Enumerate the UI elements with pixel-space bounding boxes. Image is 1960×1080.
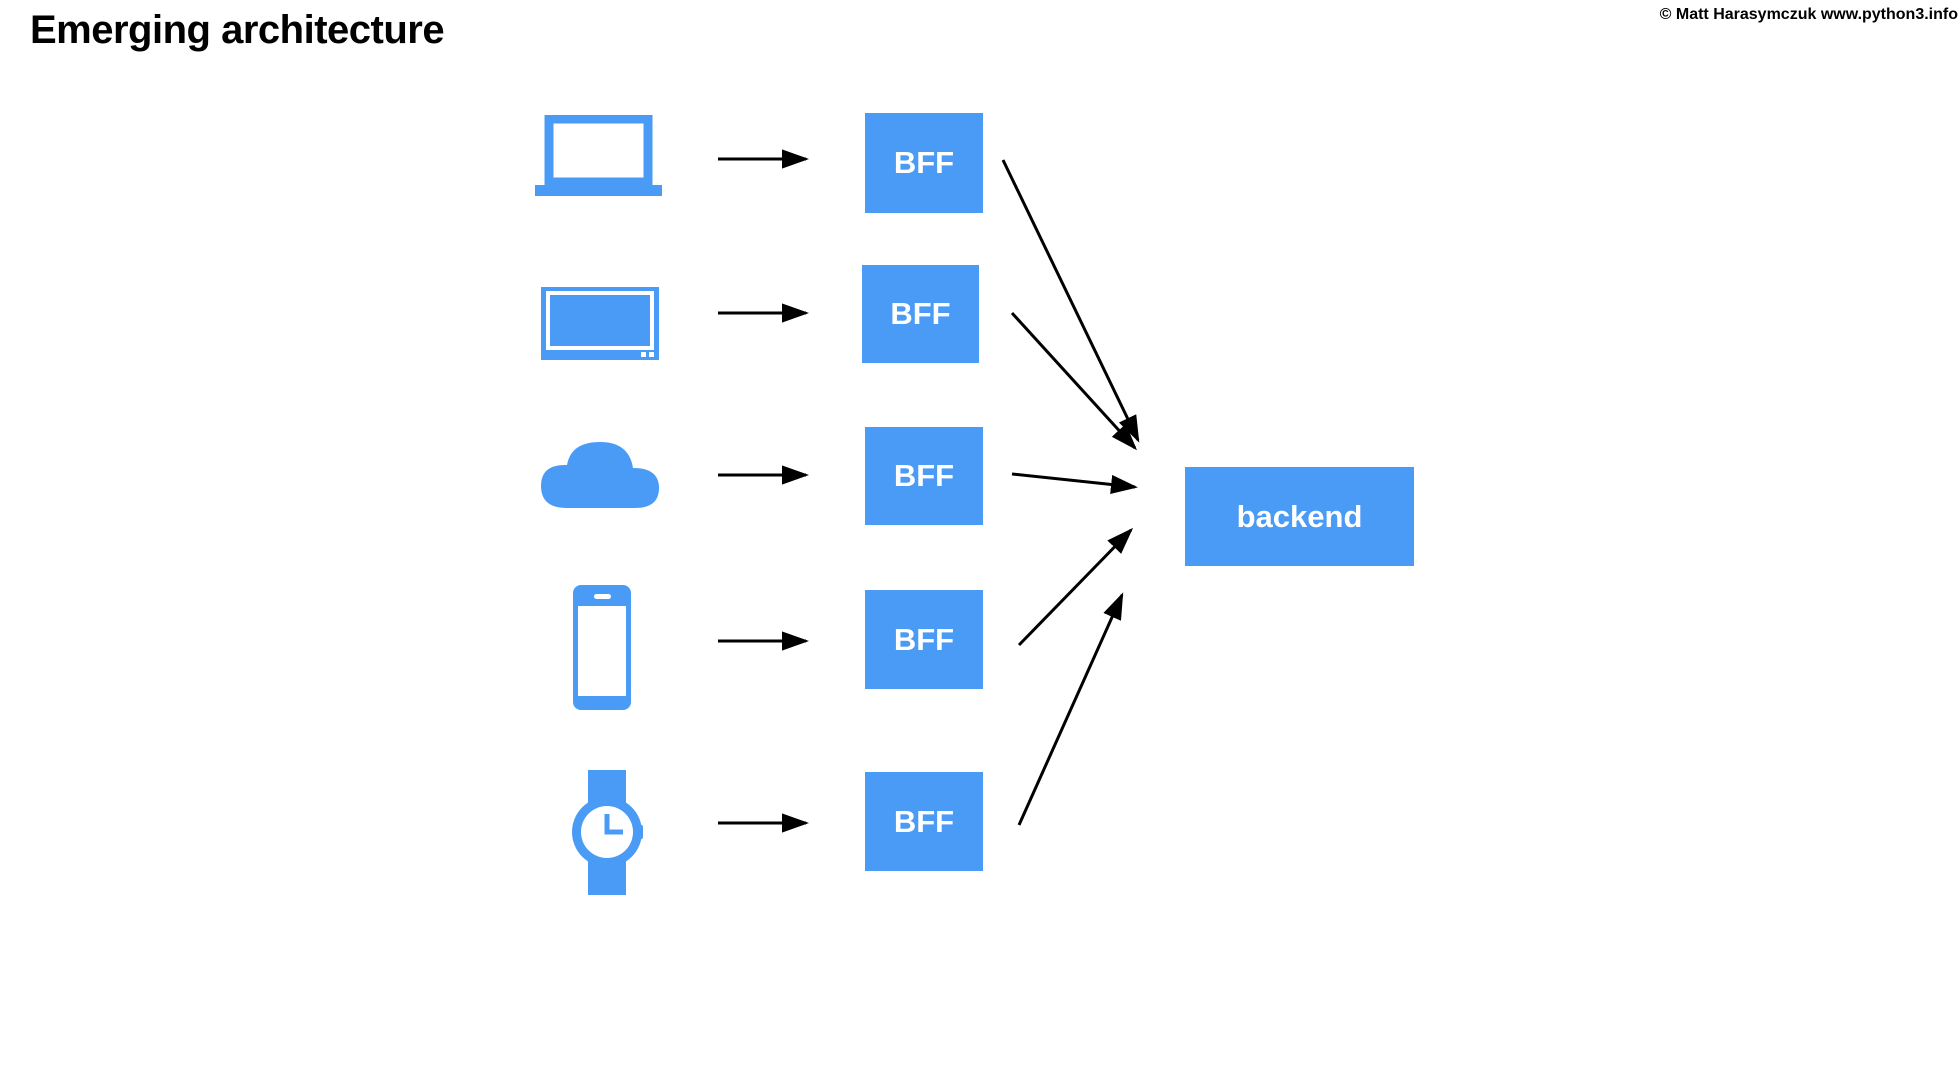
bff-box-4-label: BFF — [893, 621, 955, 657]
backend-box[interactable]: backend — [1185, 467, 1414, 566]
bff-box-2-label: BFF — [890, 296, 951, 331]
bff-box-5-label: BFF — [893, 803, 955, 839]
cloud-icon — [541, 442, 659, 508]
smartphone-icon — [573, 585, 631, 710]
bff-box-3[interactable]: BFF — [865, 427, 983, 525]
bff-box-2[interactable]: BFF — [862, 265, 979, 363]
copyright-notice: © Matt Harasymczuk www.python3.info — [1659, 6, 1958, 23]
page-title: Emerging architecture — [30, 8, 445, 52]
tv-icon — [541, 287, 659, 360]
smartwatch-icon — [572, 770, 643, 895]
bff-box-3-label: BFF — [893, 458, 955, 493]
bff-box-4[interactable]: BFF — [865, 590, 983, 689]
backend-box-label: backend — [1236, 498, 1363, 534]
bff-box-1[interactable]: BFF — [865, 113, 983, 213]
laptop-icon — [535, 115, 662, 196]
bff-box-5[interactable]: BFF — [865, 772, 983, 871]
bff-box-1-label: BFF — [893, 145, 955, 180]
